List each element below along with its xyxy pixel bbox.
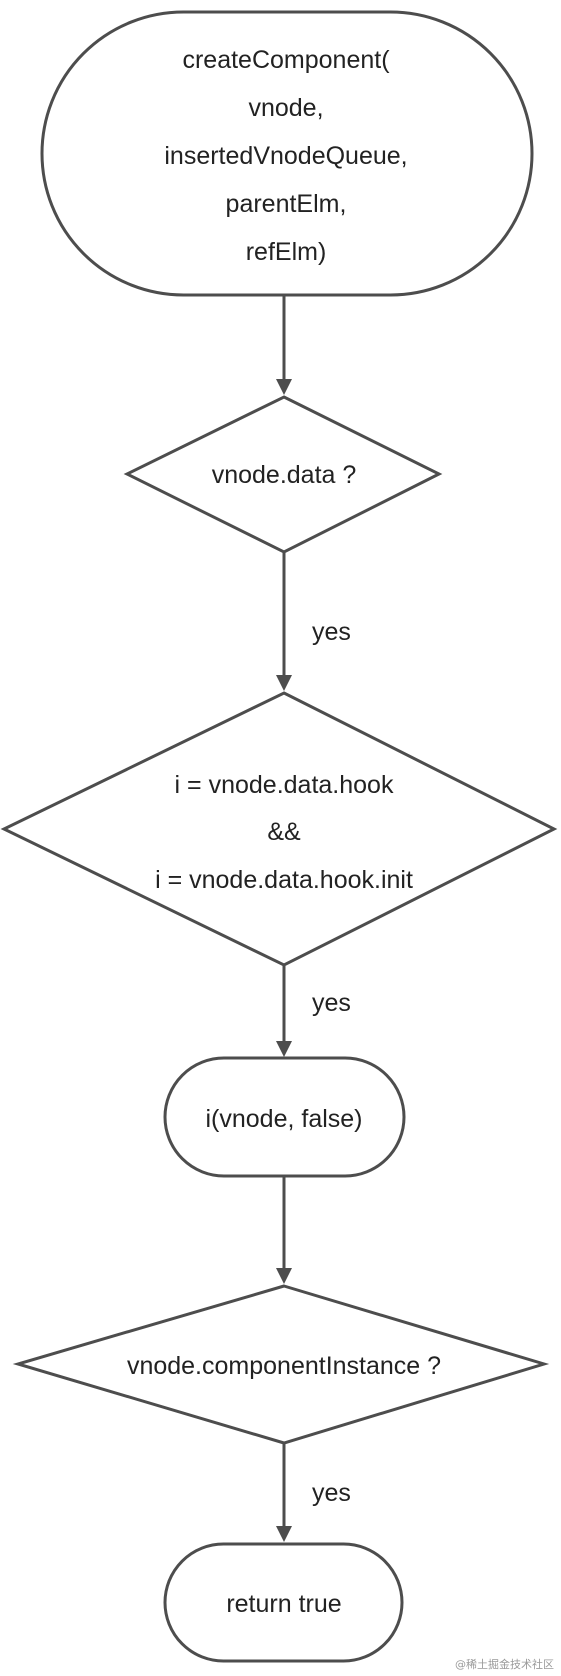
check-instance-text: vnode.componentInstance ? bbox=[127, 1352, 441, 1380]
call-init-text: i(vnode, false) bbox=[205, 1105, 362, 1133]
start-line-4: parentElm, bbox=[226, 190, 347, 218]
start-line-2: vnode, bbox=[248, 94, 323, 122]
check-instance-decision-node: vnode.componentInstance ? bbox=[12, 1284, 550, 1445]
check-data-text: vnode.data ? bbox=[212, 461, 357, 489]
edge-label-yes: yes bbox=[312, 989, 351, 1017]
start-line-5: refElm) bbox=[246, 238, 327, 266]
start-terminator-node: createComponent( vnode, insertedVnodeQue… bbox=[40, 10, 534, 297]
end-text: return true bbox=[226, 1590, 341, 1618]
check-hook-line-3: i = vnode.data.hook.init bbox=[155, 866, 413, 894]
watermark-text: @稀土掘金技术社区 bbox=[455, 1657, 554, 1671]
call-init-terminator-node: i(vnode, false) bbox=[163, 1056, 406, 1178]
edge-label-yes: yes bbox=[312, 1479, 351, 1507]
edge-label-yes: yes bbox=[312, 618, 351, 646]
check-hook-decision-node: i = vnode.data.hook && i = vnode.data.ho… bbox=[0, 691, 558, 967]
start-line-1: createComponent( bbox=[182, 46, 390, 74]
edge-check-data-to-check-hook: yes bbox=[276, 553, 351, 691]
check-hook-line-1: i = vnode.data.hook bbox=[175, 771, 394, 799]
check-data-decision-node: vnode.data ? bbox=[123, 395, 443, 554]
edge-start-to-check-data bbox=[276, 296, 292, 395]
check-hook-line-2: && bbox=[267, 818, 301, 846]
end-terminator-node: return true bbox=[163, 1542, 404, 1663]
edge-check-instance-to-end: yes bbox=[276, 1444, 351, 1542]
edge-call-init-to-check-instance bbox=[276, 1177, 292, 1284]
edge-check-hook-to-call-init: yes bbox=[276, 966, 351, 1057]
start-line-3: insertedVnodeQueue, bbox=[164, 142, 407, 170]
